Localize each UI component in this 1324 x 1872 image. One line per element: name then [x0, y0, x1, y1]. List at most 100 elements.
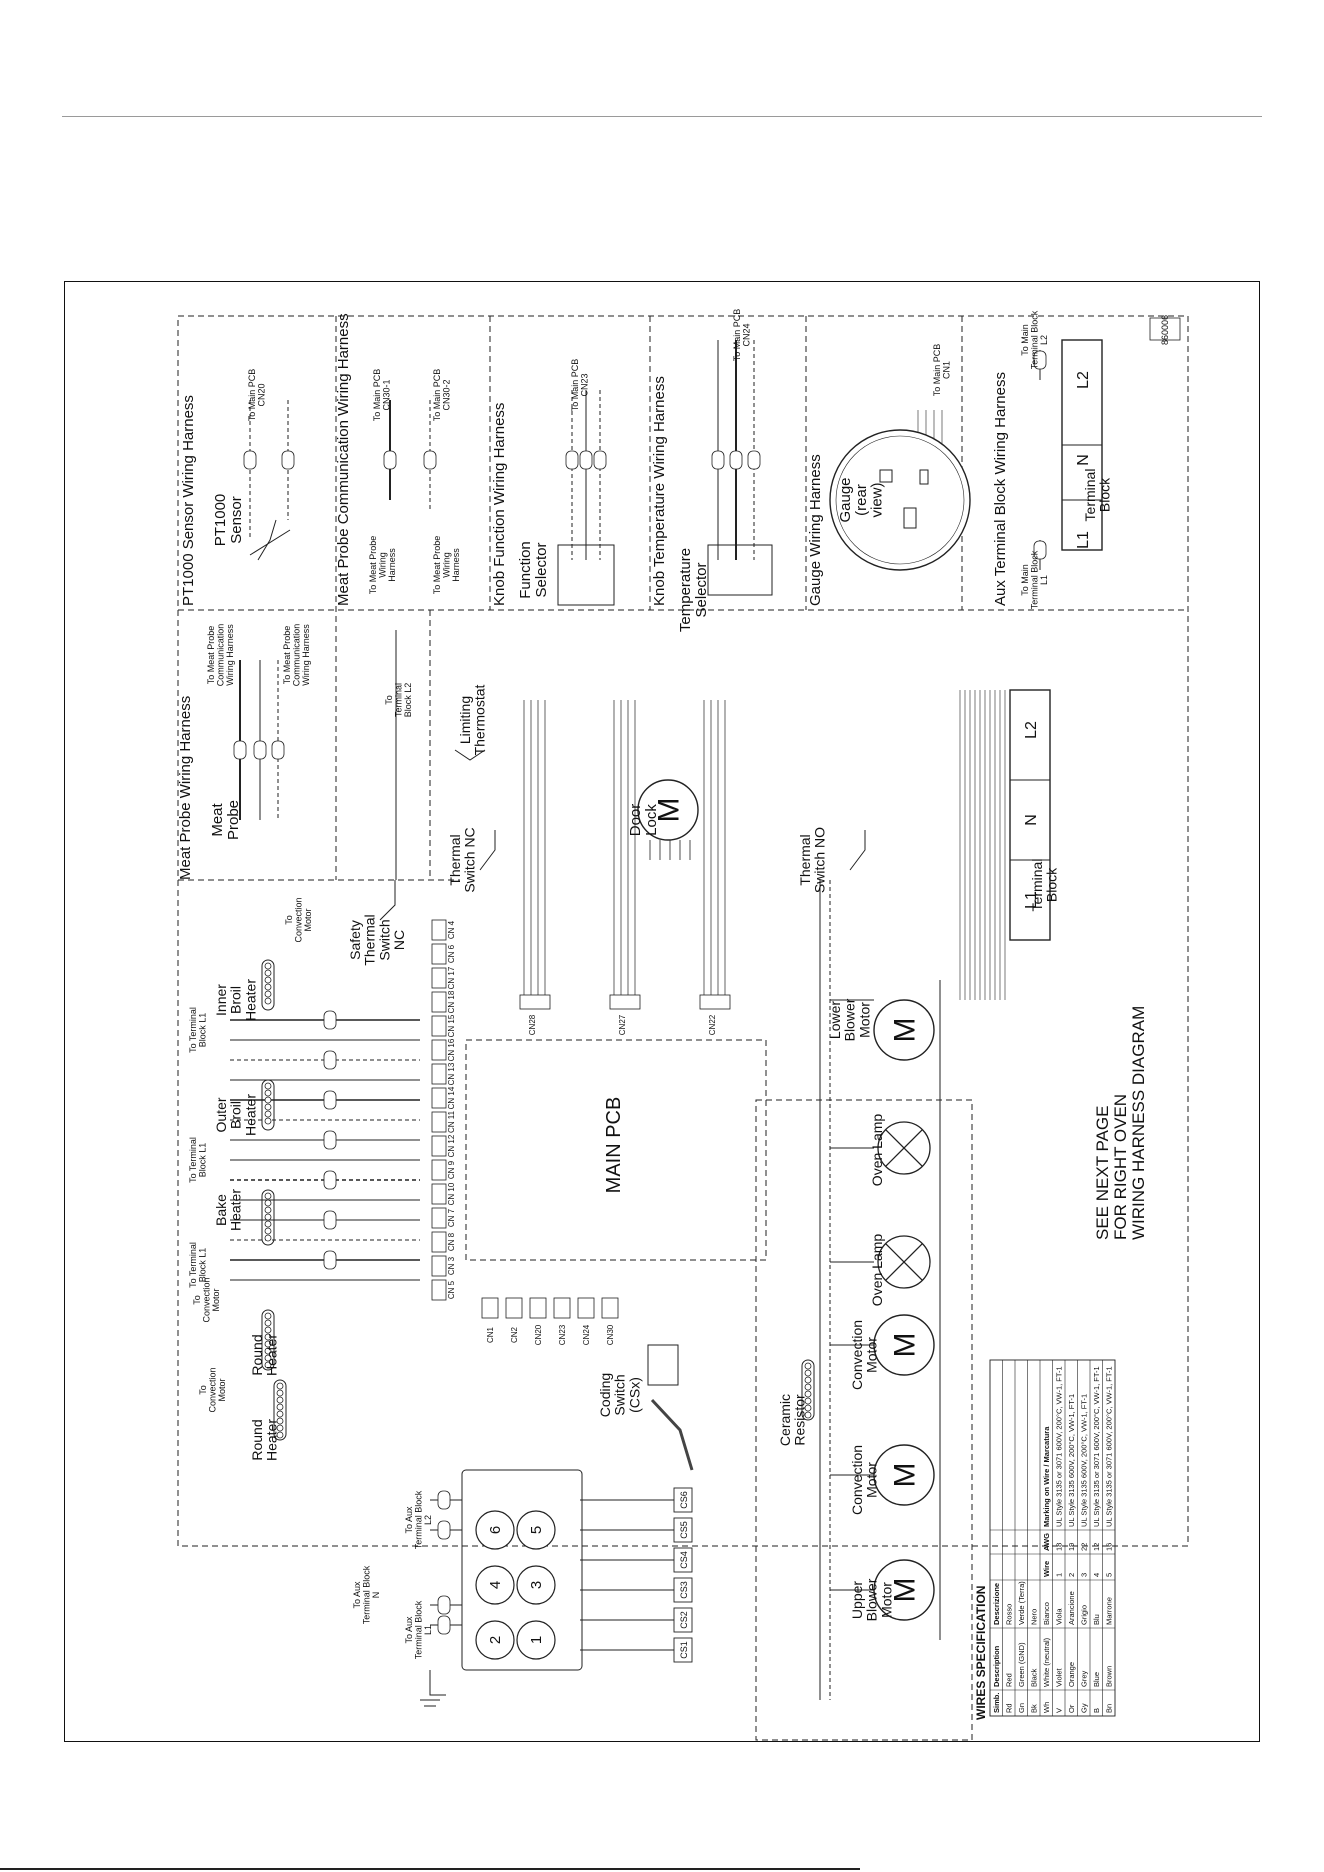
label-line: Wiring: [377, 552, 387, 578]
coding-pad-label: CS1: [679, 1641, 689, 1659]
table-cell: V: [1055, 1708, 1064, 1713]
table-cell: Rosso: [1005, 1604, 1014, 1625]
coding-pad: [673, 1487, 693, 1513]
inner-broil-heater-turn: [264, 962, 272, 970]
upper-blower-motor: [873, 1559, 935, 1621]
lower-blower-motor-symbol: M: [889, 1018, 922, 1043]
table-cell: Rd: [1005, 1703, 1014, 1713]
see-next-page-note: WIRING HARNESS DIAGRAM: [1129, 1006, 1148, 1240]
wire-tag: [323, 1170, 337, 1190]
pcb-connector: [431, 943, 447, 965]
table-cell: 16: [1105, 1543, 1114, 1551]
pcb-side-connector: [553, 1297, 571, 1319]
bake-heater: [261, 1189, 275, 1246]
wire-tag: [729, 450, 743, 470]
oven-lamp-2-label: Oven Lamp: [869, 1234, 885, 1307]
coding-pad: [673, 1517, 693, 1543]
wire-tag: [323, 1010, 337, 1030]
label-line: Terminal Block: [361, 1565, 371, 1624]
table-cell: 4: [1092, 1573, 1101, 1577]
header-rule: [62, 116, 1262, 117]
pcb-connector-label: CN 16: [447, 1038, 456, 1061]
round-heater-1-turn: [264, 1326, 272, 1334]
ceramic-resistor-turn: [804, 1369, 812, 1377]
label-line: Motor: [211, 1288, 221, 1311]
label-line: L1: [423, 1625, 433, 1635]
label-line: Meat: [209, 803, 226, 837]
convection-motor-2-symbol: M: [889, 1463, 922, 1488]
outer-broil-heater-turn: [264, 1096, 272, 1104]
outer-broil-heater-turn: [264, 1089, 272, 1097]
coding-plug-number: 6: [487, 1526, 504, 1534]
table-header: AWG: [1042, 1533, 1051, 1551]
label-line: Switch NO: [812, 827, 828, 893]
table-cell: 19: [1067, 1543, 1076, 1551]
ceramic-resistor-turn: [804, 1383, 812, 1391]
label-line: Outer: [213, 1097, 229, 1132]
label-line: PT1000: [212, 494, 229, 547]
table-cell: 5: [1105, 1573, 1114, 1577]
round-heater-2-turn: [276, 1382, 284, 1390]
label-line: Thermal: [797, 834, 813, 885]
main-terminal-l2: L2: [1023, 721, 1040, 739]
convection-motor-1: [873, 1314, 935, 1376]
label-line: Blower: [842, 998, 858, 1041]
label-line: Switch: [376, 919, 392, 960]
label-line: Terminal: [393, 683, 403, 717]
safety-switch-contact: [379, 880, 396, 921]
label-line: To Main: [1020, 324, 1030, 356]
label-line: Terminal Block: [1029, 310, 1039, 369]
pcb-connector-label: CN 5: [447, 1280, 456, 1299]
ceramic-resistor-turn: [804, 1390, 812, 1398]
label-line: Door: [627, 804, 644, 837]
wire-tag: [437, 1490, 451, 1510]
pcb-connector-label: CN 6: [447, 944, 456, 963]
pcb-connector: [431, 1063, 447, 1085]
label-line: Lock: [643, 804, 660, 836]
label-line: Terminal Block: [413, 1600, 423, 1659]
label-line: Wiring Harness: [301, 624, 311, 686]
table-cell: B: [1092, 1708, 1101, 1713]
table-cell: UL Style 3135 600V, 200°C, VW-1, FT-1: [1080, 1394, 1089, 1527]
label-line: Motor: [864, 1462, 880, 1498]
coding-plug-pin: [475, 1510, 515, 1550]
bake-heater-turn: [264, 1213, 272, 1221]
table-cell: Orange: [1067, 1662, 1076, 1687]
label-line: To: [192, 1295, 202, 1305]
ceramic-resistor-turn: [804, 1362, 812, 1370]
coding-plug-number: 4: [487, 1581, 504, 1589]
coding-pad: [673, 1607, 693, 1633]
table-cell: Brown: [1105, 1666, 1114, 1687]
pcb-connector-label: CN 11: [447, 1110, 456, 1133]
label-line: Sensor: [228, 496, 245, 544]
coding-pad-label: CS5: [679, 1521, 689, 1539]
wire-tag: [243, 450, 257, 470]
convection-motor-1-symbol: M: [889, 1333, 922, 1358]
wire-tag: [323, 1210, 337, 1230]
table-cell: UL Style 3135 or 3071 600V, 200°C, VW-1,…: [1105, 1366, 1114, 1527]
pcb-side-connector: [529, 1297, 547, 1319]
thermal-switch-nc-contact: [479, 830, 496, 871]
label-line: Block L1: [197, 1013, 207, 1048]
section-title-meat-probe: Meat Probe Wiring Harness: [177, 696, 194, 880]
main-pcb-label: MAIN PCB: [603, 1097, 625, 1194]
round-heater-2-turn: [276, 1396, 284, 1404]
label-line: Inner: [213, 984, 229, 1016]
round-heater-1: [261, 1309, 275, 1371]
bake-heater-turn: [264, 1227, 272, 1235]
inner-broil-heater-turn: [264, 997, 272, 1005]
function-selector-box: [557, 544, 615, 606]
